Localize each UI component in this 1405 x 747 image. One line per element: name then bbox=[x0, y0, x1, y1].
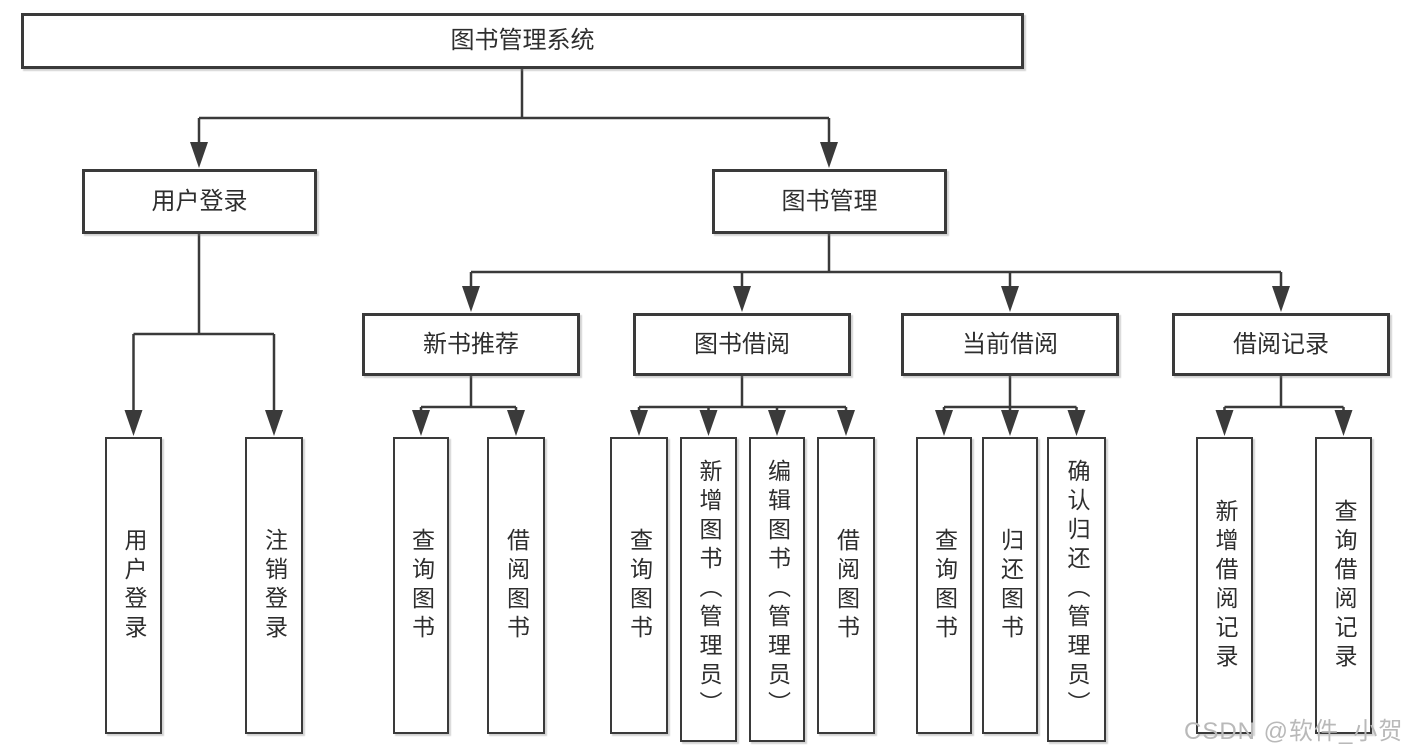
leaf-confirm-return-admin: 确认归还（管理员） bbox=[1047, 437, 1106, 742]
leaf-user-login: 用户登录 bbox=[105, 437, 162, 734]
node-borrow-records: 借阅记录 bbox=[1172, 313, 1390, 376]
leaf-query-books-borrow: 查询图书 bbox=[610, 437, 668, 734]
leaf-add-borrow-record: 新增借阅记录 bbox=[1196, 437, 1253, 734]
node-current-borrow: 当前借阅 bbox=[901, 313, 1119, 376]
leaf-query-books-current: 查询图书 bbox=[916, 437, 972, 734]
node-book-borrow: 图书借阅 bbox=[633, 313, 851, 376]
leaf-logout: 注销登录 bbox=[245, 437, 303, 734]
leaf-add-book-admin: 新增图书（管理员） bbox=[680, 437, 737, 742]
leaf-query-borrow-record: 查询借阅记录 bbox=[1315, 437, 1372, 734]
leaf-borrow-books-recommend: 借阅图书 bbox=[487, 437, 545, 734]
csdn-watermark: CSDN @软件_小贺同学 bbox=[1184, 718, 1405, 745]
leaf-edit-book-admin: 编辑图书（管理员） bbox=[749, 437, 805, 742]
node-new-book-recommend: 新书推荐 bbox=[362, 313, 580, 376]
leaf-borrow-books: 借阅图书 bbox=[817, 437, 875, 734]
node-user-login: 用户登录 bbox=[82, 169, 317, 234]
node-library-management-system: 图书管理系统 bbox=[21, 13, 1024, 69]
leaf-return-book: 归还图书 bbox=[982, 437, 1038, 734]
leaf-query-books-recommend: 查询图书 bbox=[393, 437, 449, 734]
node-book-management: 图书管理 bbox=[712, 169, 947, 234]
